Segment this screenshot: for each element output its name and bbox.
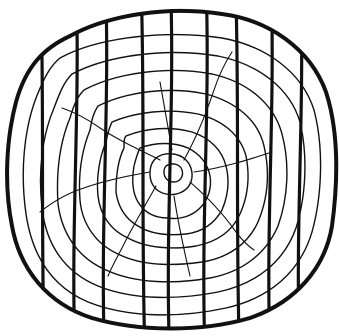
- vertical-cut-line: [236, 0, 239, 336]
- vertical-cut-line: [204, 0, 207, 336]
- vertical-cut-line: [103, 0, 106, 336]
- vertical-cut-line: [74, 0, 77, 336]
- vertical-cut-line: [168, 0, 171, 336]
- ring: [97, 111, 248, 248]
- vertical-cut-line: [142, 0, 145, 336]
- vertical-cut-line: [269, 0, 272, 336]
- pith-center: [164, 164, 183, 182]
- radial-crack: [190, 182, 254, 250]
